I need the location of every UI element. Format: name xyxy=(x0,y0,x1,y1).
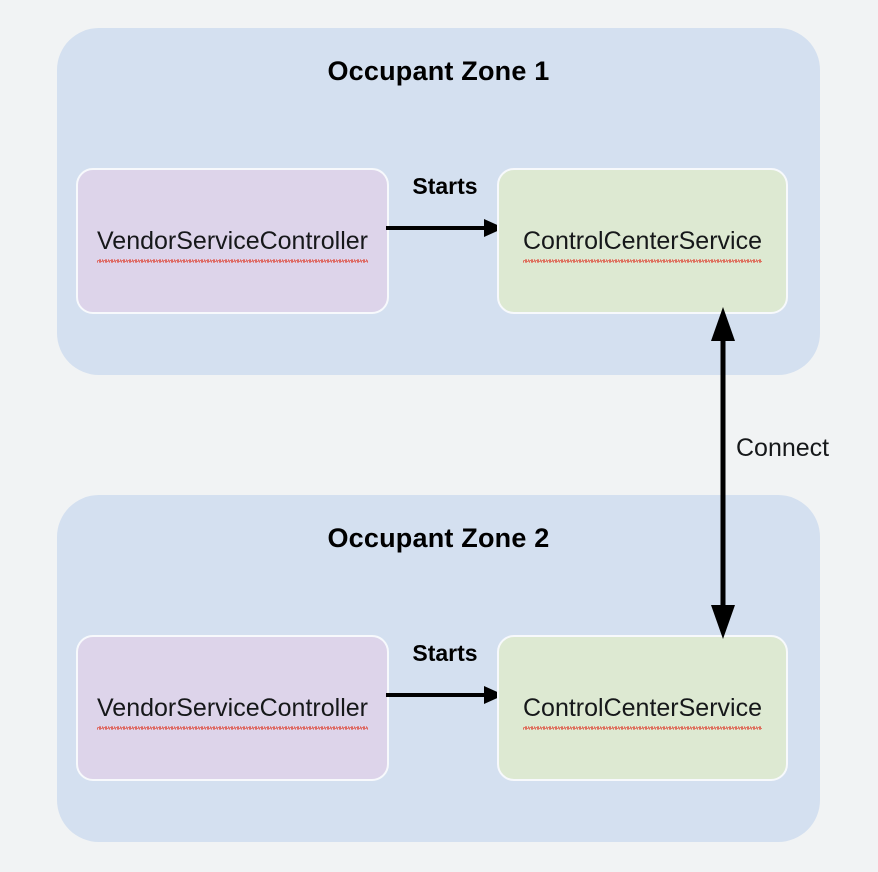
zone-2-title: Occupant Zone 2 xyxy=(327,523,550,553)
node-label: VendorServiceController xyxy=(97,226,368,263)
edge-label-starts-zone-2: Starts xyxy=(412,640,478,666)
node-control-center-service-zone-1[interactable]: ControlCenterService xyxy=(497,168,788,314)
node-label: ControlCenterService xyxy=(523,226,762,263)
node-vendor-service-controller-zone-2[interactable]: VendorServiceController xyxy=(76,635,389,781)
edge-label-starts-zone-1: Starts xyxy=(412,173,478,199)
edge-label-connect: Connect xyxy=(736,434,830,462)
node-label: VendorServiceController xyxy=(97,693,368,730)
node-control-center-service-zone-2[interactable]: ControlCenterService xyxy=(497,635,788,781)
starts-arrow-zone-2 xyxy=(386,686,504,704)
connect-bidirectional-arrow xyxy=(711,307,735,639)
occupant-zone-2-container: Occupant Zone 2 VendorServiceController … xyxy=(57,495,820,842)
occupant-zone-1-container: Occupant Zone 1 VendorServiceController … xyxy=(57,28,820,375)
node-vendor-service-controller-zone-1[interactable]: VendorServiceController xyxy=(76,168,389,314)
starts-arrow-zone-1 xyxy=(386,219,504,237)
node-label: ControlCenterService xyxy=(523,693,762,730)
zone-1-title: Occupant Zone 1 xyxy=(327,56,550,86)
